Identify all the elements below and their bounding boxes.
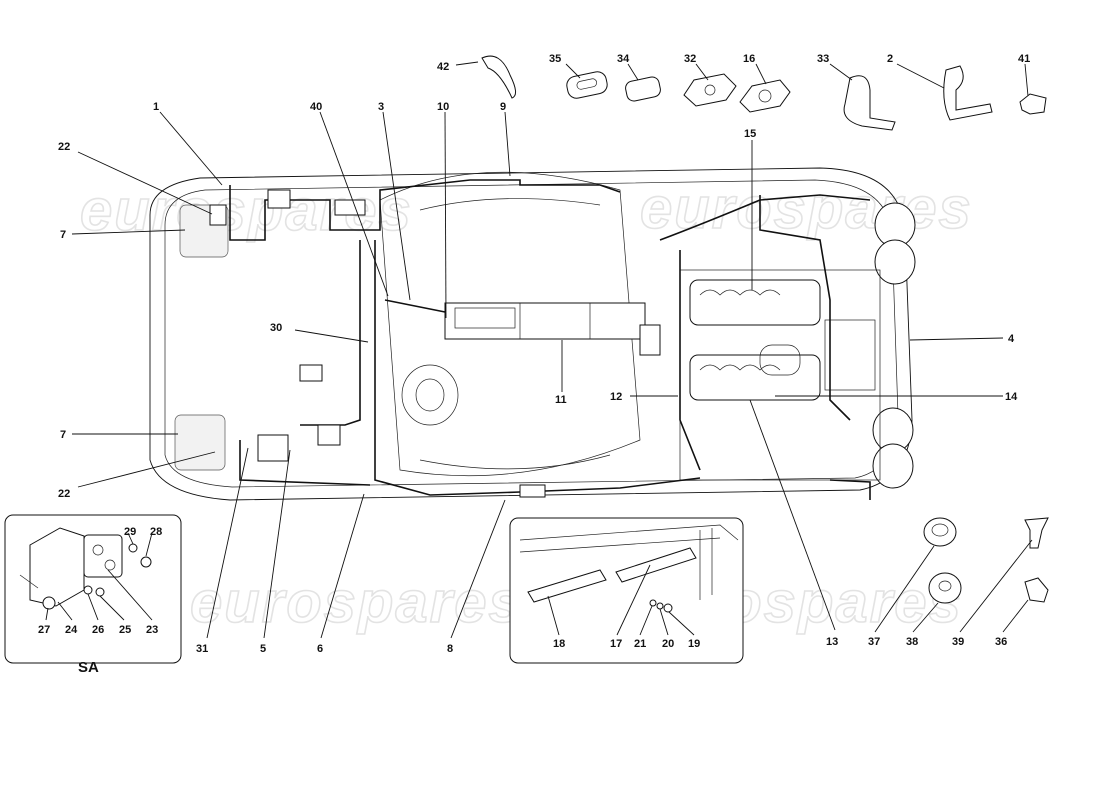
callouts-main: 1 40 3 10 9 22 7 15 30 4 11 12 14 7 22 3… xyxy=(58,101,1018,655)
callout-35: 35 xyxy=(549,53,561,65)
callout-28: 28 xyxy=(150,526,162,538)
callout-41: 41 xyxy=(1018,53,1030,65)
callout-12: 12 xyxy=(610,391,622,403)
callout-3: 3 xyxy=(378,101,384,113)
callout-19: 19 xyxy=(688,638,700,650)
callout-42: 42 xyxy=(437,61,449,73)
callout-30: 30 xyxy=(270,322,282,334)
callout-39: 39 xyxy=(952,636,964,648)
callout-8: 8 xyxy=(447,643,453,655)
callout-4: 4 xyxy=(1008,333,1015,345)
callout-14: 14 xyxy=(1005,391,1018,403)
leader-lines xyxy=(45,61,1033,639)
watermark-top-right: eurospares xyxy=(640,176,973,241)
callout-15: 15 xyxy=(744,128,756,140)
bottom-right-parts xyxy=(923,517,1049,604)
callout-6: 6 xyxy=(317,643,323,655)
callout-24: 24 xyxy=(65,624,78,636)
callouts-top-parts: 42 35 34 32 16 33 2 41 xyxy=(437,53,1030,73)
car-body xyxy=(149,167,916,501)
inset-rail xyxy=(509,517,744,664)
callout-29: 29 xyxy=(124,526,136,538)
inset-sa: SA xyxy=(4,514,182,676)
callout-5: 5 xyxy=(260,643,266,655)
callout-32: 32 xyxy=(684,53,696,65)
callout-37: 37 xyxy=(868,636,880,648)
callout-22-bottom: 22 xyxy=(58,488,70,500)
callout-38: 38 xyxy=(906,636,918,648)
callouts-bottom-right: 37 38 39 36 xyxy=(868,636,1007,648)
callout-16: 16 xyxy=(743,53,755,65)
callout-31: 31 xyxy=(196,643,208,655)
watermark-bottom-left: eurospares xyxy=(190,570,523,635)
callout-26: 26 xyxy=(92,624,104,636)
callout-10: 10 xyxy=(437,101,449,113)
callout-40: 40 xyxy=(310,101,322,113)
wiring-harness xyxy=(209,179,871,500)
callout-18: 18 xyxy=(553,638,565,650)
callout-2: 2 xyxy=(887,53,893,65)
callout-27: 27 xyxy=(38,624,50,636)
callouts-inset-sa: 29 28 27 24 26 25 23 xyxy=(38,526,162,636)
callout-21: 21 xyxy=(634,638,646,650)
callout-7-bottom: 7 xyxy=(60,429,66,441)
callout-11: 11 xyxy=(555,394,567,406)
callout-25: 25 xyxy=(119,624,131,636)
inset-sa-label: SA xyxy=(78,659,99,676)
callout-20: 20 xyxy=(662,638,674,650)
callout-7-top: 7 xyxy=(60,229,66,241)
callout-36: 36 xyxy=(995,636,1007,648)
callout-23: 23 xyxy=(146,624,158,636)
callout-1: 1 xyxy=(153,101,159,113)
callout-13: 13 xyxy=(826,636,838,648)
callouts-inset-rail: 18 17 21 20 19 xyxy=(553,638,700,650)
callout-34: 34 xyxy=(617,53,630,65)
callout-22-top: 22 xyxy=(58,141,70,153)
callout-17: 17 xyxy=(610,638,622,650)
callout-33: 33 xyxy=(817,53,829,65)
callout-9: 9 xyxy=(500,101,506,113)
top-parts xyxy=(481,55,1047,131)
